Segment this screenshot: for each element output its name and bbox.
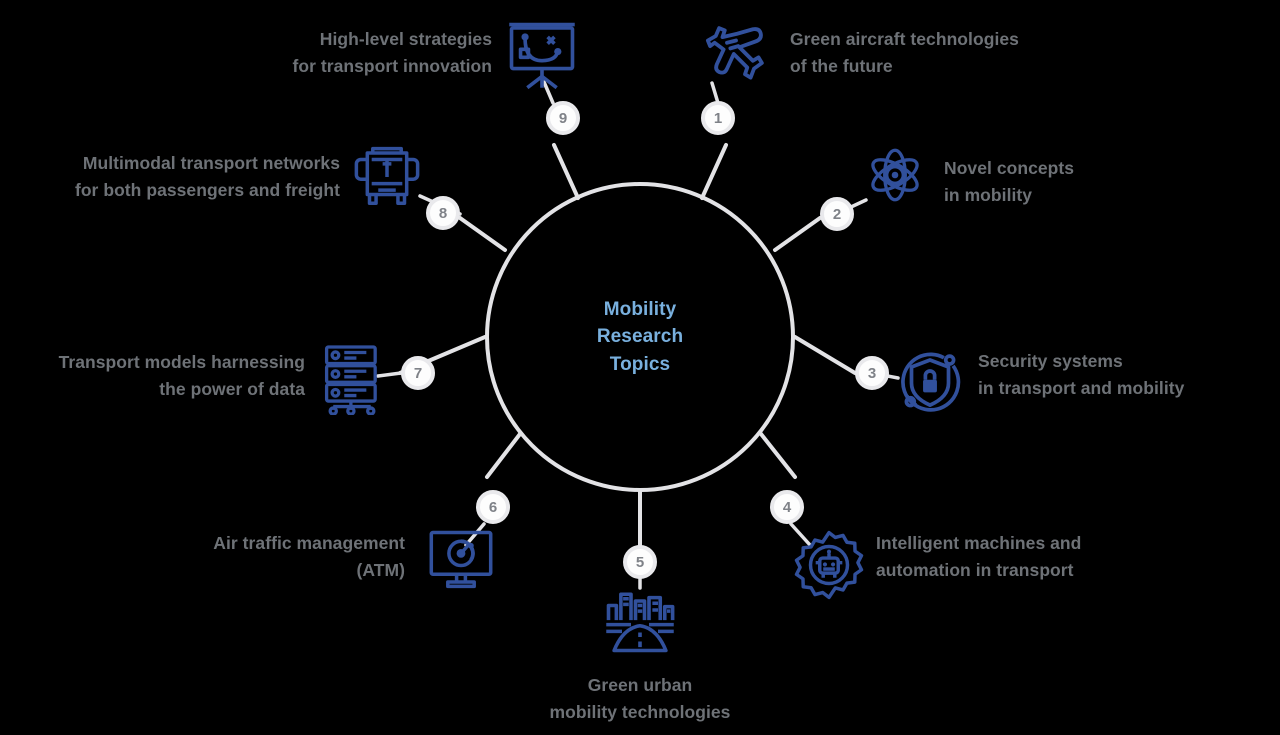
badge-6-number: 6: [488, 498, 498, 516]
robot-gear-icon: [792, 528, 866, 602]
node-6-label: Air traffic management (ATM): [213, 533, 405, 581]
badge-4-number: 4: [782, 498, 792, 516]
node-2-label: Novel concepts in mobility: [944, 158, 1075, 206]
badge-9[interactable]: 9: [546, 101, 580, 135]
badge-7[interactable]: 7: [401, 356, 435, 390]
node-9-label: High-level strategies for transport inno…: [292, 29, 492, 77]
badge-2[interactable]: 2: [820, 197, 854, 231]
badge-3[interactable]: 3: [855, 356, 889, 390]
bus-icon: [352, 144, 422, 210]
badge-7-number: 7: [413, 364, 423, 382]
hub-title: Mobility Research Topics: [596, 298, 684, 375]
radar-screen-icon: [425, 527, 497, 593]
node-1-label: Green aircraft technologies of the futur…: [790, 29, 1019, 77]
airplane-icon: [700, 18, 772, 90]
presentation-board-icon: [504, 20, 580, 90]
server-rack-icon: [320, 343, 384, 415]
badge-1[interactable]: 1: [701, 101, 735, 135]
badge-2-number: 2: [832, 205, 842, 223]
badge-8-number: 8: [438, 204, 448, 222]
badge-6[interactable]: 6: [476, 490, 510, 524]
badge-8[interactable]: 8: [426, 196, 460, 230]
city-road-icon: [600, 583, 680, 655]
badge-9-number: 9: [558, 109, 568, 127]
node-7-label: Transport models harnessing the power of…: [58, 352, 305, 400]
node-5-label: Green urban mobility technologies: [549, 675, 731, 723]
atom-icon: [862, 142, 928, 208]
hub-circle: Mobility Research Topics: [485, 182, 795, 492]
badge-5[interactable]: 5: [623, 545, 657, 579]
shield-lock-icon: [893, 345, 967, 419]
node-4-label: Intelligent machines and automation in t…: [876, 533, 1082, 581]
node-8-label: Multimodal transport networks for both p…: [74, 153, 340, 201]
badge-1-number: 1: [713, 109, 723, 127]
badge-5-number: 5: [635, 553, 645, 571]
node-3-label: Security systems in transport and mobili…: [978, 351, 1185, 399]
badge-4[interactable]: 4: [770, 490, 804, 524]
badge-3-number: 3: [867, 364, 877, 382]
